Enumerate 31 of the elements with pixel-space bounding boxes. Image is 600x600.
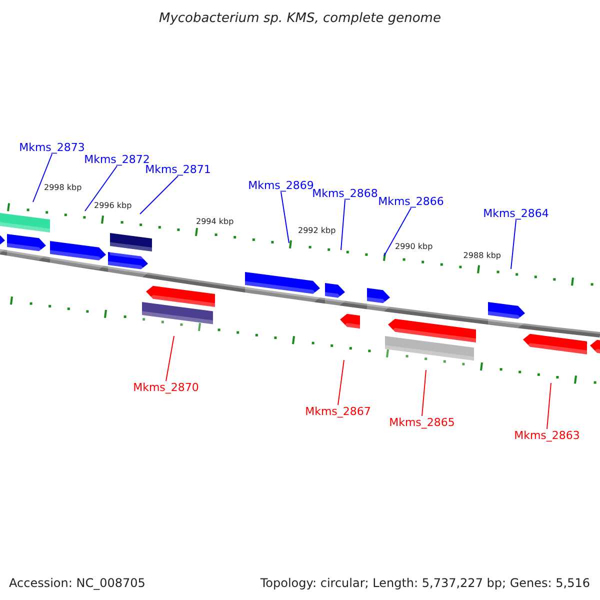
- leader-line: [84, 166, 118, 212]
- gene-label: Mkms_2866: [378, 195, 444, 208]
- gene-label: Mkms_2865: [389, 416, 455, 429]
- leader-line: [384, 208, 412, 256]
- leader-line: [546, 382, 552, 430]
- scale-label: 2988 kbp: [463, 251, 501, 261]
- title: Mycobacterium sp. KMS, complete genome: [159, 10, 441, 28]
- scale-label: 2990 kbp: [395, 242, 433, 252]
- leader-line: [510, 220, 516, 270]
- gene-label: Mkms_2864: [483, 207, 549, 220]
- scale-label: 2994 kbp: [196, 217, 234, 227]
- gene-label: Mkms_2868: [312, 187, 378, 200]
- gene-label: Mkms_2872: [84, 153, 150, 166]
- leader-line: [166, 336, 174, 382]
- gene-label: Mkms_2873: [19, 141, 85, 154]
- scale-label: 2998 kbp: [44, 183, 82, 193]
- accession-text: Accession: NC_008705: [9, 575, 146, 592]
- scale-label: 2996 kbp: [94, 201, 132, 211]
- leader-line: [280, 192, 290, 244]
- gene-label: Mkms_2869: [248, 179, 314, 192]
- gene-label: Mkms_2871: [145, 163, 211, 176]
- gene-label: Mkms_2863: [514, 429, 580, 442]
- leader-line: [32, 154, 52, 202]
- scale-label: 2992 kbp: [298, 226, 336, 236]
- gene-label: Mkms_2867: [305, 405, 371, 418]
- leader-line: [422, 370, 426, 416]
- genome-stats-text: Topology: circular; Length: 5,737,227 bp; Genes: 5,516: [260, 575, 590, 592]
- leader-line: [340, 200, 346, 250]
- gene-label: Mkms_2870: [133, 381, 199, 394]
- leader-line: [338, 360, 344, 406]
- leader-line: [140, 176, 178, 214]
